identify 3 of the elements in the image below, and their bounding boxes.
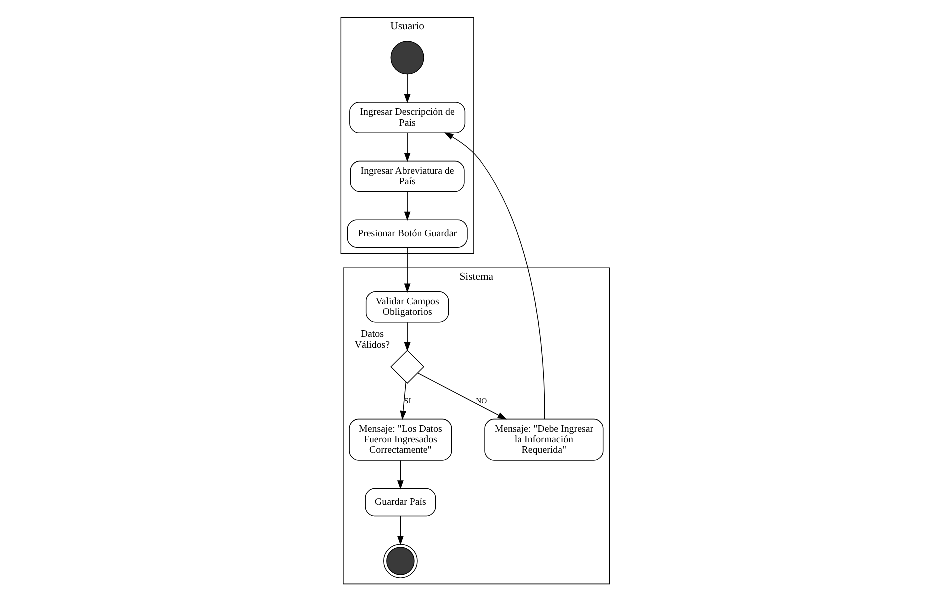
- edge-label: SI: [404, 396, 412, 406]
- node-label: Datos Válidos?: [354, 329, 390, 351]
- edge-label: NO: [476, 396, 488, 406]
